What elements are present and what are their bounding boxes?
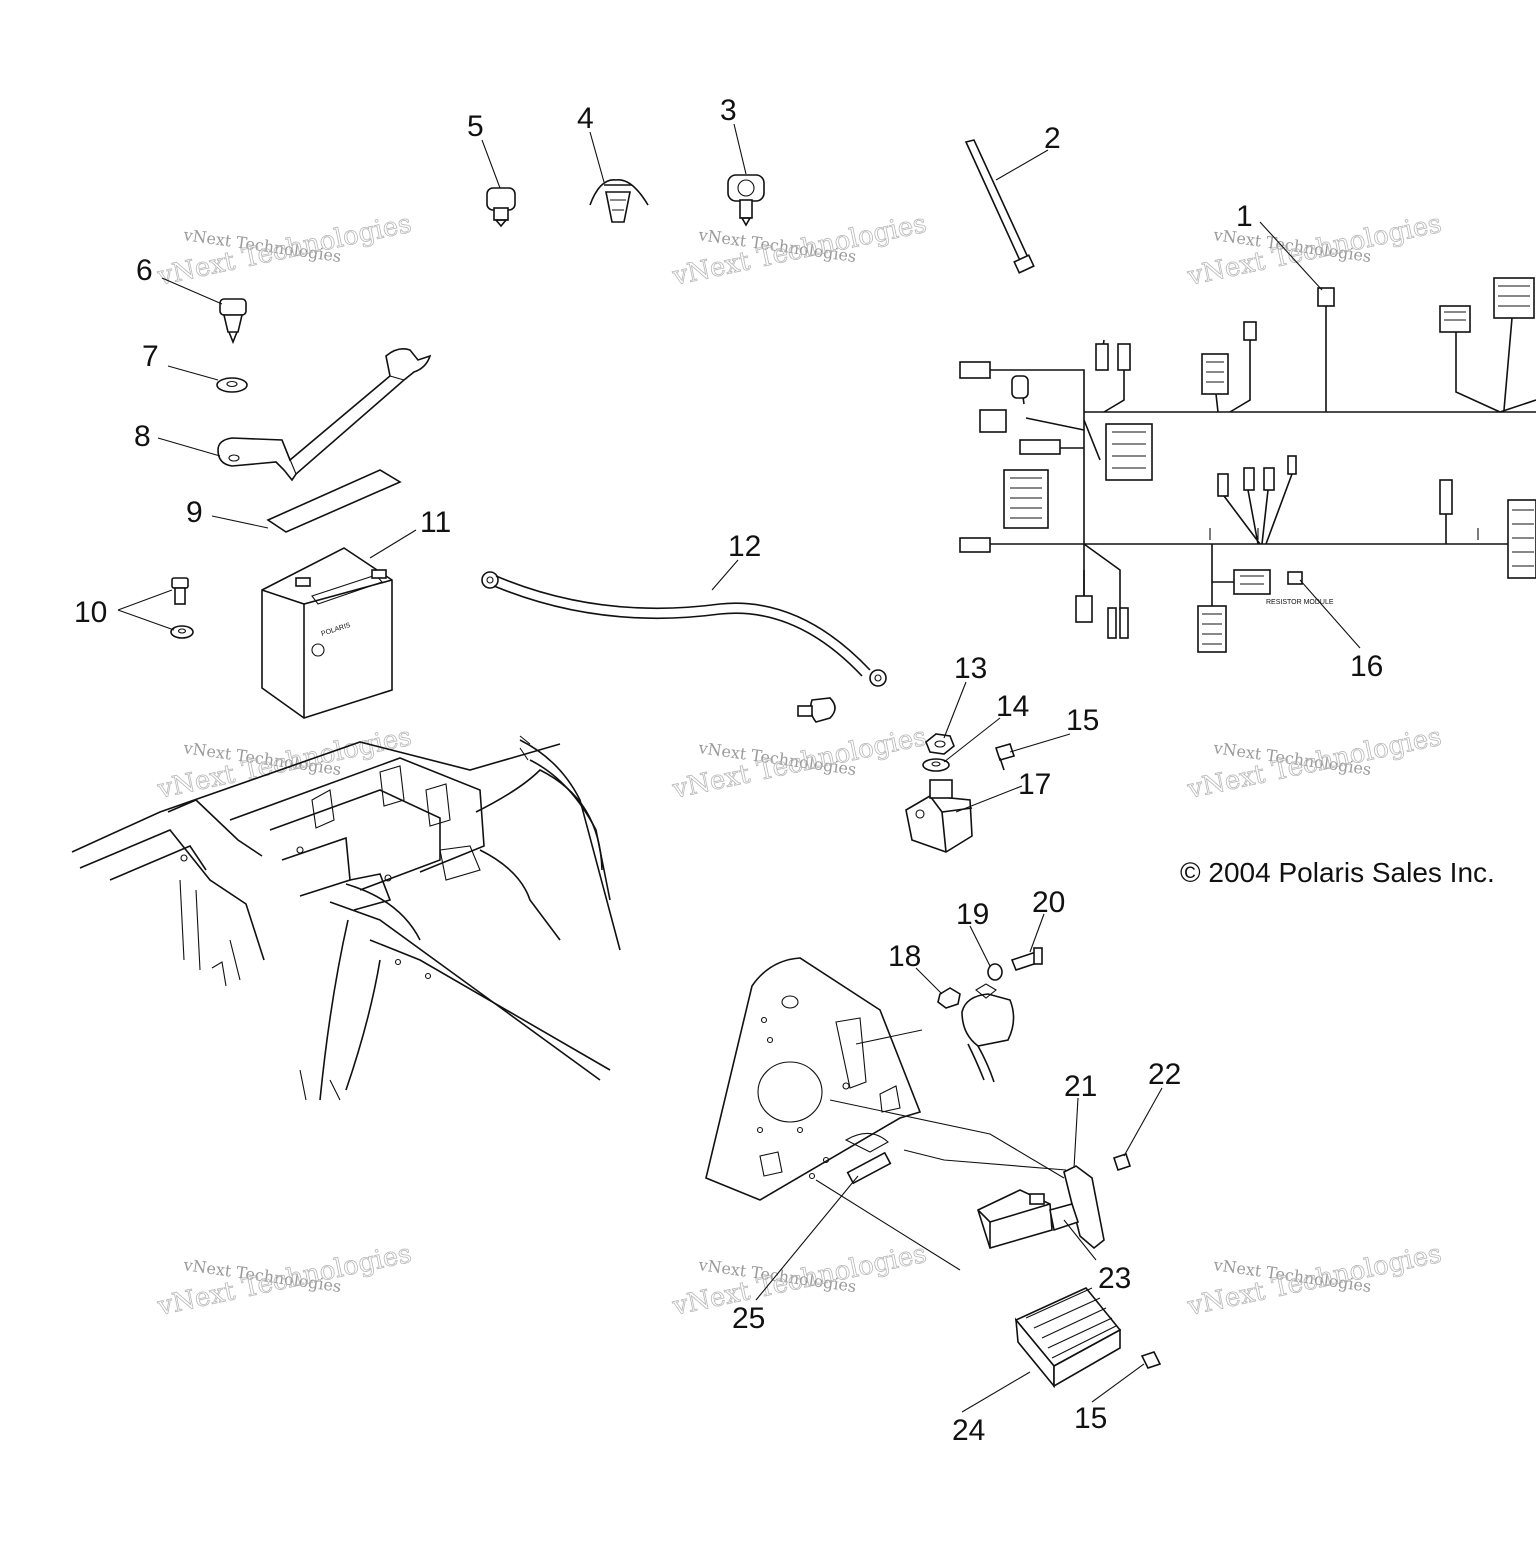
callout-labels: 1 2 3 4 5 6 7 8 9 10 11 12 13 14 15 16 1… <box>74 94 1383 1447</box>
tie-strap-part-2 <box>964 139 1035 274</box>
watermark: vNext Technologies vNext Technologies <box>154 208 415 292</box>
leader-lines <box>117 123 1361 1413</box>
svg-text:vNext Technologies: vNext Technologies <box>1184 209 1444 292</box>
screw-part-15-lower <box>1140 1351 1162 1369</box>
callout-18: 18 <box>888 940 921 973</box>
nut-part-13 <box>925 733 955 755</box>
washer-part-19 <box>987 963 1003 981</box>
terminal-boot <box>797 697 836 723</box>
pad-part-9 <box>266 469 402 533</box>
svg-text:vNext Technologies: vNext Technologies <box>154 1239 414 1322</box>
callout-20: 20 <box>1032 886 1065 919</box>
battery-part-11: POLARIS <box>261 547 393 719</box>
solenoid-part-17 <box>905 779 973 853</box>
callout-6: 6 <box>136 254 153 287</box>
callout-14: 14 <box>996 690 1029 723</box>
module-part-23 <box>977 1189 1080 1249</box>
callout-13: 13 <box>954 652 987 685</box>
callout-7: 7 <box>142 340 159 373</box>
screw-part-15 <box>994 743 1016 771</box>
watermark: vNext Technologies vNext Technologies <box>669 721 930 805</box>
watermark: vNext Technologies vNext Technologies <box>669 208 930 292</box>
callout-1: 1 <box>1236 200 1253 233</box>
callout-9: 9 <box>186 496 203 529</box>
svg-text:vNext Technologies: vNext Technologies <box>669 722 929 805</box>
callout-24: 24 <box>952 1414 985 1447</box>
vehicle-frame <box>71 735 621 1101</box>
callout-22: 22 <box>1148 1058 1181 1091</box>
bolt-part-6 <box>219 298 247 345</box>
svg-text:vNext Technologies: vNext Technologies <box>1184 722 1444 805</box>
callout-23: 23 <box>1098 1262 1131 1295</box>
watermark: vNext Technologies vNext Technologies <box>1184 1238 1445 1322</box>
clip-part-5 <box>486 187 516 228</box>
wire-harness-part-1: RESISTOR MODULE <box>959 277 1536 653</box>
mounting-plate <box>705 957 1067 1271</box>
callout-3: 3 <box>720 94 737 127</box>
callout-10: 10 <box>74 596 107 629</box>
callout-8: 8 <box>134 420 151 453</box>
watermark: vNext Technologies vNext Technologies <box>154 1238 415 1322</box>
screw-part-22 <box>1112 1152 1132 1172</box>
bracket-part-8 <box>217 348 432 482</box>
callout-4: 4 <box>577 102 594 135</box>
svg-text:vNext Technologies: vNext Technologies <box>1184 1239 1444 1322</box>
washer-part-14 <box>922 758 950 772</box>
resistor-module-label: RESISTOR MODULE <box>1266 599 1334 606</box>
watermark: vNext Technologies vNext Technologies <box>669 1238 930 1322</box>
svg-text:vNext Technologies: vNext Technologies <box>669 1239 929 1322</box>
callout-15-lower: 15 <box>1074 1402 1107 1435</box>
bracket-part-21 <box>1063 1165 1105 1250</box>
callout-5: 5 <box>467 110 484 143</box>
coil-assembly <box>961 983 1015 1083</box>
nut-part-18 <box>937 987 961 1009</box>
bolt-washer-part-10 <box>170 577 194 639</box>
svg-text:vNext Technologies: vNext Technologies <box>669 209 929 292</box>
watermark: vNext Technologies vNext Technologies <box>1184 208 1445 292</box>
washer-part-7 <box>216 377 248 393</box>
callout-2: 2 <box>1044 122 1061 155</box>
callout-19: 19 <box>956 898 989 931</box>
callout-21: 21 <box>1064 1070 1097 1103</box>
svg-text:vNext Technologies: vNext Technologies <box>154 209 414 292</box>
callout-11: 11 <box>420 506 451 539</box>
callout-16: 16 <box>1350 650 1383 683</box>
clip-part-3 <box>727 174 765 227</box>
callout-12: 12 <box>728 530 761 563</box>
callout-15: 15 <box>1066 704 1099 737</box>
bolt-part-20 <box>1010 947 1043 971</box>
clip-part-4 <box>589 179 649 223</box>
regulator-part-24 <box>1014 1287 1122 1389</box>
watermark: vNext Technologies vNext Technologies <box>1184 721 1445 805</box>
callout-17: 17 <box>1018 768 1051 801</box>
callout-25: 25 <box>732 1302 765 1335</box>
cable-part-12 <box>481 571 887 687</box>
copyright-notice: © 2004 Polaris Sales Inc. <box>1180 857 1495 888</box>
